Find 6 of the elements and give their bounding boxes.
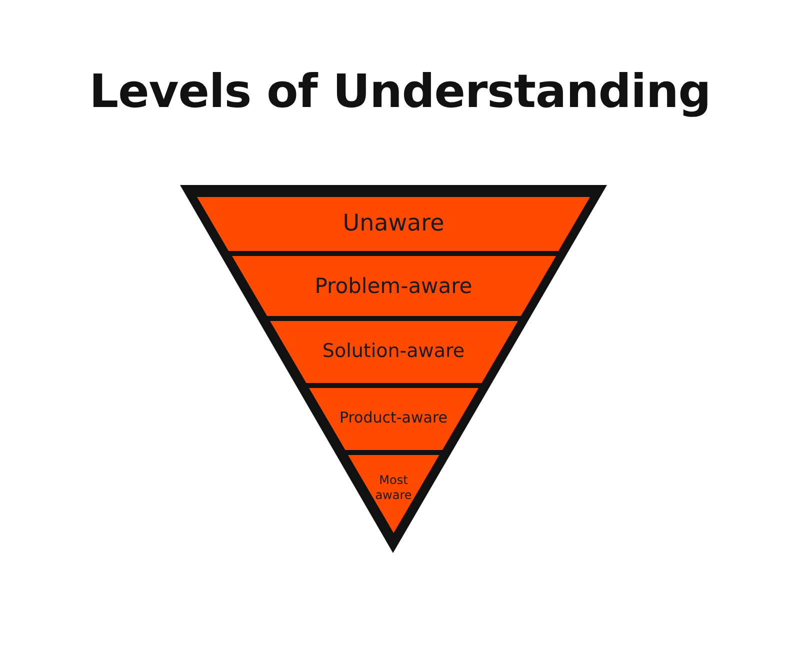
level-label: Problem-aware xyxy=(314,272,472,300)
level-label: Solution-aware xyxy=(322,340,465,364)
level-label: Product-aware xyxy=(339,408,448,428)
level-label: Most aware xyxy=(374,472,413,503)
title: Levels of Understanding xyxy=(89,64,711,118)
level-label: Unaware xyxy=(342,210,444,238)
